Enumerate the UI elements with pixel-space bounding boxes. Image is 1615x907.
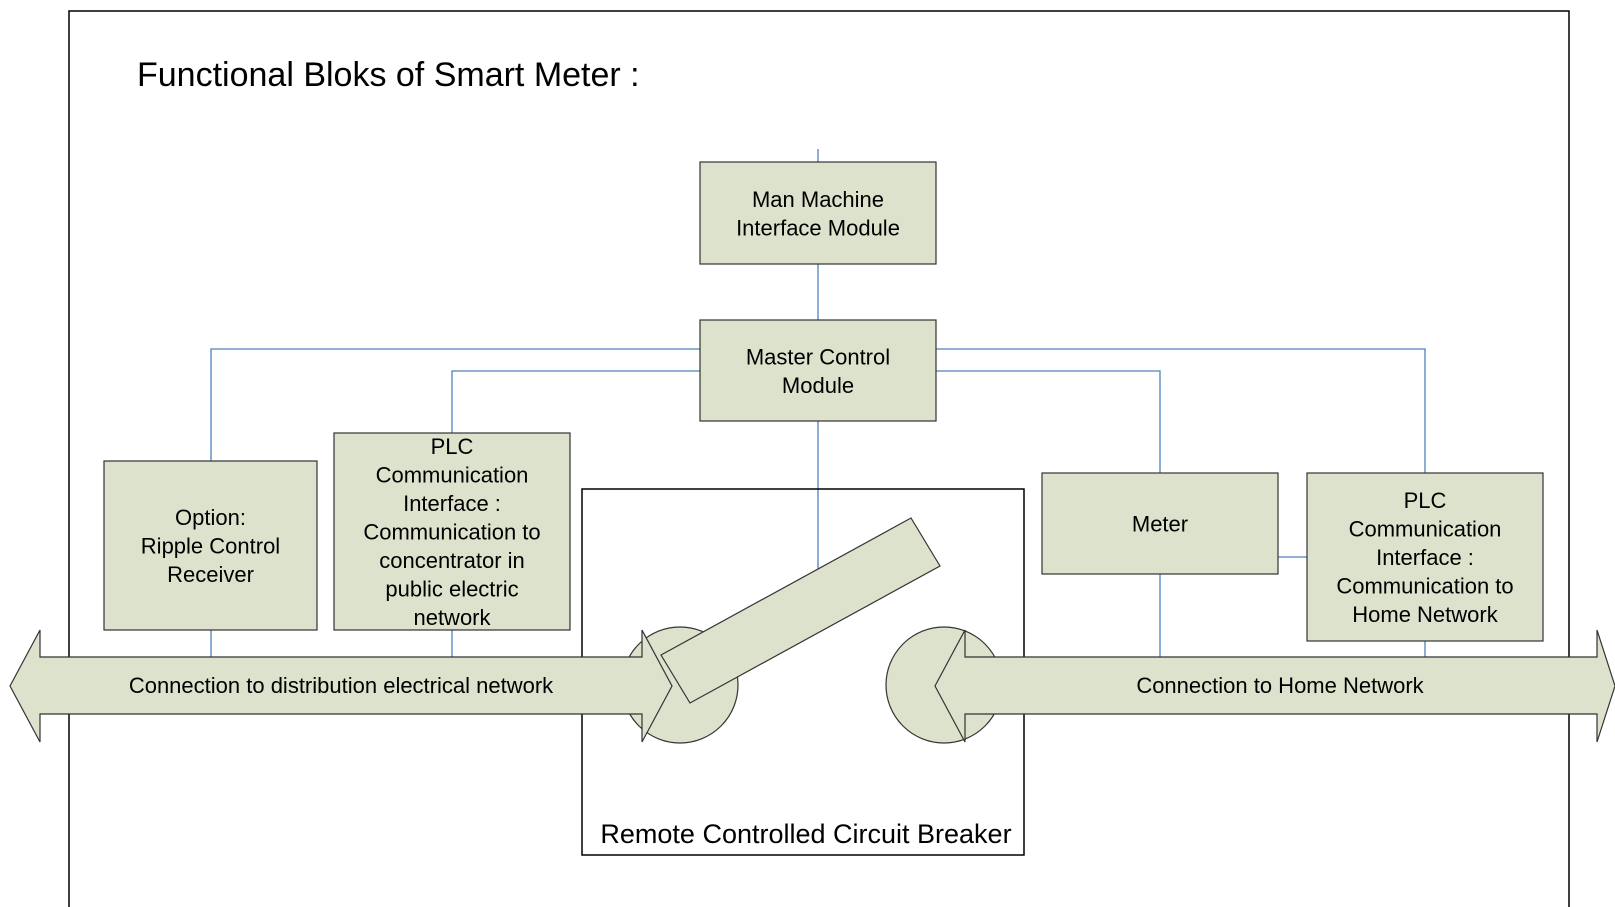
breaker-switch-lever	[660, 517, 941, 704]
block-mmi-line: Man Machine	[752, 187, 884, 212]
home-network-arrow	[934, 629, 1615, 743]
block-plc-home-line: Home Network	[1352, 602, 1498, 627]
block-ripple-line: Receiver	[167, 562, 254, 587]
block-ripple-box	[103, 460, 318, 631]
block-mmi-box	[699, 161, 937, 265]
block-plc-public-line: Communication	[376, 463, 529, 488]
connector-master-ripple	[210, 348, 700, 461]
block-meter-box	[1041, 472, 1279, 575]
outer-frame	[68, 10, 1570, 907]
block-master-box	[699, 319, 937, 422]
connector-master-plc-home	[936, 348, 1426, 473]
distribution-network-label: Connection to distribution electrical ne…	[129, 673, 554, 698]
connector-master-meter	[936, 370, 1161, 473]
block-meter: Meter	[1041, 472, 1279, 575]
connectors	[210, 149, 1426, 657]
block-plc-home-line: PLC	[1404, 488, 1447, 513]
home-network-label: Connection to Home Network	[1136, 673, 1424, 698]
block-plc-public-line: public electric	[385, 577, 518, 602]
block-ripple-line: Option:	[175, 505, 246, 530]
block-plc-home-line: Communication to	[1336, 574, 1513, 599]
block-meter-line: Meter	[1132, 512, 1188, 537]
block-plc-home-line: Interface :	[1376, 545, 1474, 570]
diagram-title: Functional Bloks of Smart Meter :	[137, 56, 640, 94]
block-plc-public-line: Communication to	[363, 520, 540, 545]
block-plc-public-line: network	[413, 605, 491, 630]
block-master-line: Master Control	[746, 344, 890, 369]
block-plc-public-line: PLC	[431, 434, 474, 459]
connector-master-plc-public	[451, 370, 700, 433]
block-plc-public-line: Interface :	[403, 491, 501, 516]
block-ripple-line: Ripple Control	[141, 534, 280, 559]
block-plc-home-line: Communication	[1349, 517, 1502, 542]
distribution-network-arrow	[9, 629, 673, 743]
block-master-line: Module	[782, 373, 854, 398]
block-plc-public-line: concentrator in	[379, 548, 525, 573]
block-mmi-line: Interface Module	[736, 215, 900, 240]
block-plc-public-box	[333, 432, 571, 631]
block-plc-home-box	[1306, 472, 1544, 642]
circuit-breaker-label: Remote Controlled Circuit Breaker	[600, 819, 1011, 849]
